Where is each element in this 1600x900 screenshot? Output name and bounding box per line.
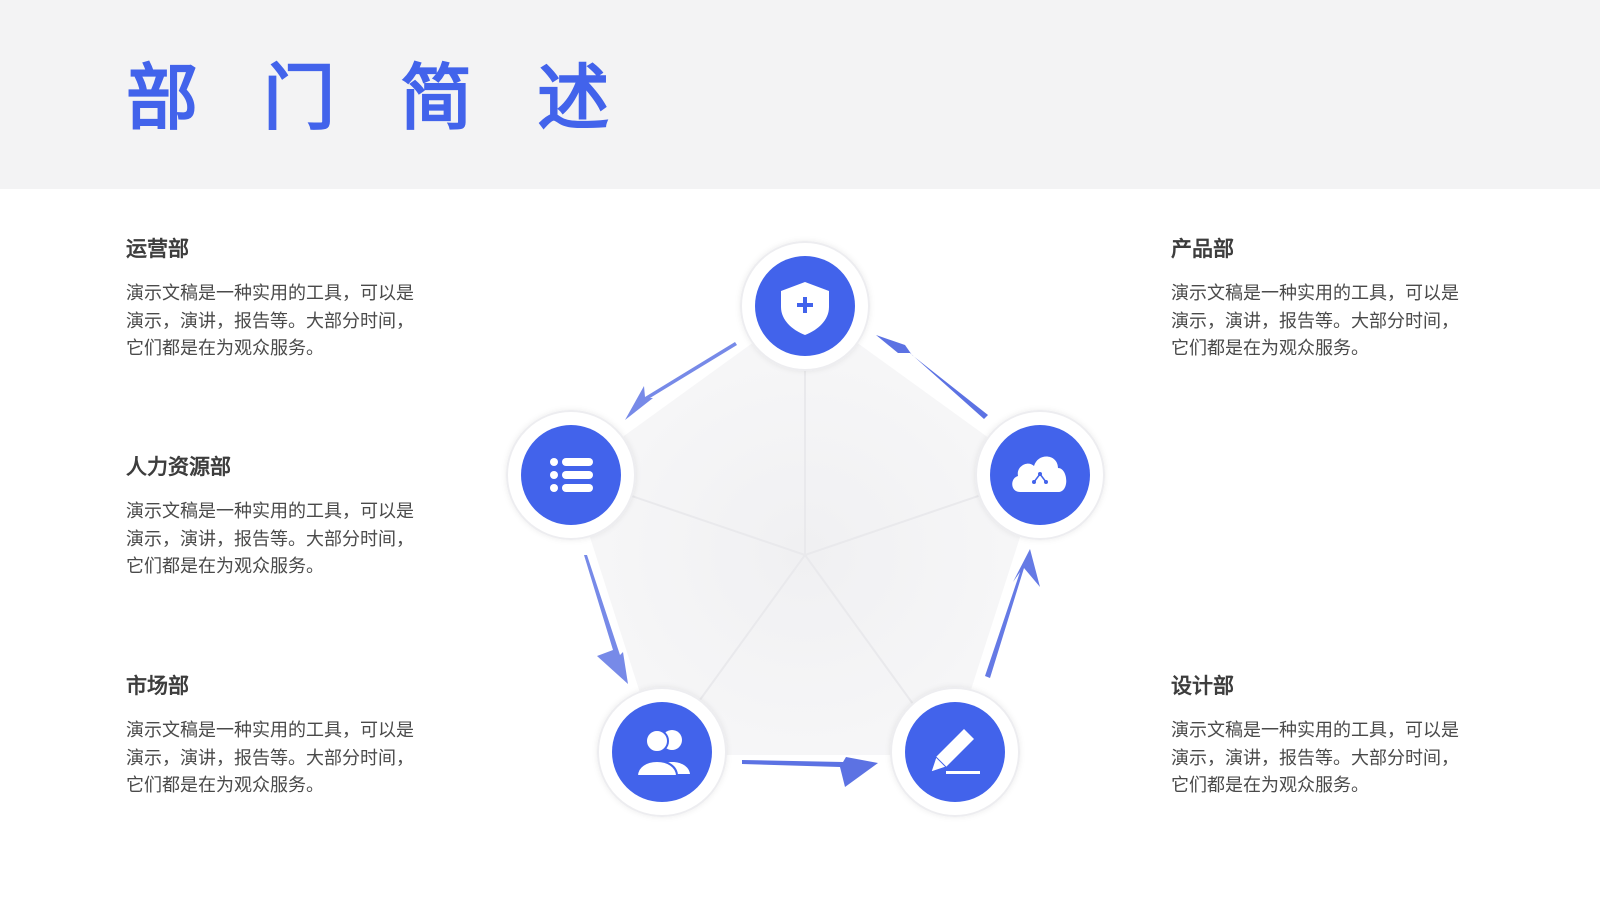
- department-description: 演示文稿是一种实用的工具，可以是演示，演讲，报告等。大部分时间，它们都是在为观众…: [1171, 283, 1459, 359]
- header-band: 部 门 简 述: [0, 0, 1600, 189]
- department-name: 运营部: [126, 237, 189, 261]
- department-description: 演示文稿是一种实用的工具，可以是演示，演讲，报告等。大部分时间，它们都是在为观众…: [126, 720, 414, 796]
- arrow-bottomleft-to-left: [584, 555, 628, 684]
- page-title: 部 门 简 述: [126, 56, 630, 140]
- department-name: 产品部: [1171, 237, 1234, 261]
- department-block-design: 设计部 演示文稿是一种实用的工具，可以是演示，演讲，报告等。大部分时间，它们都是…: [1171, 671, 1491, 800]
- cycle-arrows: [584, 335, 1040, 787]
- cycle-node-bottom-left: [597, 687, 727, 817]
- arrow-bottomright-to-bottomleft: [742, 757, 878, 787]
- shield-plus-icon: [781, 282, 829, 335]
- cloud-share-icon: [1012, 456, 1067, 492]
- department-description: 演示文稿是一种实用的工具，可以是演示，演讲，报告等。大部分时间，它们都是在为观众…: [126, 501, 414, 577]
- cycle-node-bottom-right: [890, 687, 1020, 817]
- users-icon: [635, 729, 690, 777]
- cycle-node-top: [740, 241, 870, 371]
- arrow-left-to-top: [625, 342, 737, 420]
- department-description: 演示文稿是一种实用的工具，可以是演示，演讲，报告等。大部分时间，它们都是在为观众…: [1171, 720, 1459, 796]
- arrow-right-to-bottomright: [985, 549, 1040, 678]
- department-block-hr: 人力资源部 演示文稿是一种实用的工具，可以是演示，演讲，报告等。大部分时间，它们…: [126, 452, 446, 581]
- cycle-node-left: [506, 410, 636, 540]
- department-name: 人力资源部: [126, 455, 231, 479]
- department-block-operations: 运营部 演示文稿是一种实用的工具，可以是演示，演讲，报告等。大部分时间，它们都是…: [126, 234, 446, 363]
- department-block-product: 产品部 演示文稿是一种实用的工具，可以是演示，演讲，报告等。大部分时间，它们都是…: [1171, 234, 1491, 363]
- list-icon: [550, 458, 593, 492]
- department-block-marketing: 市场部 演示文稿是一种实用的工具，可以是演示，演讲，报告等。大部分时间，它们都是…: [126, 671, 446, 800]
- department-description: 演示文稿是一种实用的工具，可以是演示，演讲，报告等。大部分时间，它们都是在为观众…: [126, 283, 414, 359]
- pencil-icon: [930, 729, 980, 774]
- department-name: 设计部: [1171, 674, 1234, 698]
- department-name: 市场部: [126, 674, 189, 698]
- cycle-node-right: [975, 410, 1105, 540]
- arrow-top-to-right: [876, 335, 988, 419]
